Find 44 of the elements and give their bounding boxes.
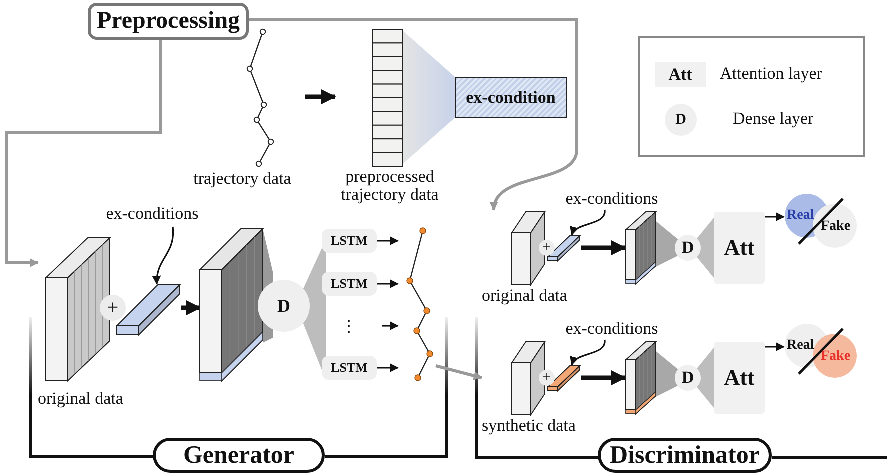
node-label: original data — [482, 287, 568, 305]
arrow — [377, 236, 399, 246]
ex-condition-box: ex-condition — [455, 77, 567, 118]
real-label: Real — [787, 338, 814, 353]
arrow — [436, 364, 483, 380]
arrow — [6, 40, 162, 268]
lstm-cell: LSTM — [322, 356, 377, 380]
arrow — [377, 364, 399, 372]
fake-label: Fake — [821, 219, 851, 234]
attention-layer-box: Att — [714, 342, 765, 414]
legend-label: Attention layer — [720, 63, 822, 85]
node-label: trajectory data — [192, 170, 292, 188]
dense-layer-circle: D — [675, 365, 701, 391]
annotation-text: ex-conditions — [95, 203, 210, 227]
real-label: Real — [787, 208, 814, 223]
section-title-tag: Discriminator — [598, 438, 772, 473]
leader-arrow — [571, 210, 606, 236]
node-label: synthetic data — [482, 417, 577, 435]
leader-arrow — [152, 226, 174, 285]
node-label: preprocessed trajectory data — [340, 168, 440, 204]
arrow — [581, 240, 626, 256]
legend-label: Dense layer — [733, 108, 814, 130]
arrow — [377, 280, 399, 288]
arrow — [765, 212, 785, 222]
dense-sample: D — [665, 104, 697, 136]
arrow — [181, 300, 202, 316]
fake-label: Fake — [821, 349, 851, 364]
section-title-tag: Preprocessing — [88, 3, 249, 40]
leader-arrow — [571, 340, 606, 366]
ellipsis-symbol: ⋮ — [342, 316, 356, 338]
attention-layer-box: Att — [714, 212, 765, 284]
arrow — [765, 342, 785, 352]
node-label: original data — [38, 390, 124, 408]
lstm-cell: LSTM — [322, 272, 377, 296]
annotation-text: ex-conditions — [554, 318, 670, 340]
attention-sample: Att — [655, 62, 706, 87]
lstm-cell: LSTM — [322, 229, 377, 253]
arrow — [382, 322, 399, 330]
arrow — [249, 18, 578, 211]
annotation-text: ex-conditions — [554, 188, 670, 210]
section-title-tag: Generator — [153, 438, 325, 473]
arrow — [305, 90, 336, 104]
dense-layer-circle: D — [675, 235, 701, 261]
arrow — [581, 370, 626, 386]
